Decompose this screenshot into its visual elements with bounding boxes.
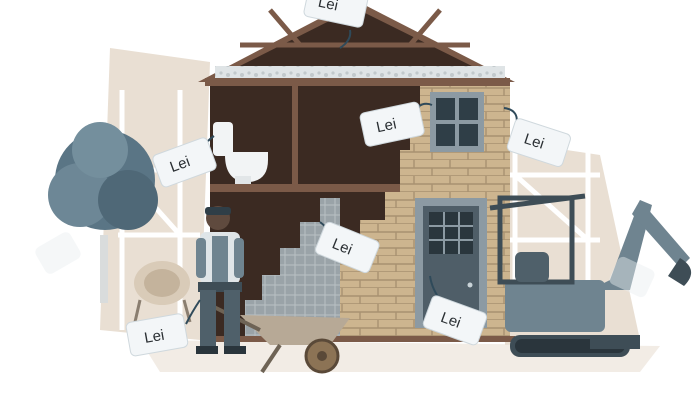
tree [48,122,158,303]
price-tag-wall-label: Lei [522,130,546,152]
price-tag-worker-label: Lei [143,327,166,347]
price-tag-window-label: Lei [375,115,398,136]
price-tag-stairs-label: Lei [330,235,355,258]
price-tag-window: Lei [359,101,433,147]
faded-tag-right [609,256,655,298]
window [430,92,484,152]
toilet [213,122,268,184]
excavator [489,193,692,357]
price-tag-door-label: Lei [438,309,463,332]
price-tag-stairs: Lei [315,221,380,274]
scaffolding-right [505,150,600,300]
house [198,0,515,342]
worker [196,206,246,354]
cement-mixer [133,261,192,323]
price-tag-roof-label: Lei [317,0,340,14]
price-tag-door: Lei [422,275,488,346]
faded-tag-left [35,232,81,274]
price-tag-worker: Lei [125,299,201,357]
price-tag-wall: Lei [503,107,571,167]
price-tag-toilet-label: Lei [168,153,193,176]
wheelbarrow [209,303,350,374]
price-tag-roof: Lei [303,0,369,49]
price-tag-toilet: Lei [152,135,217,188]
